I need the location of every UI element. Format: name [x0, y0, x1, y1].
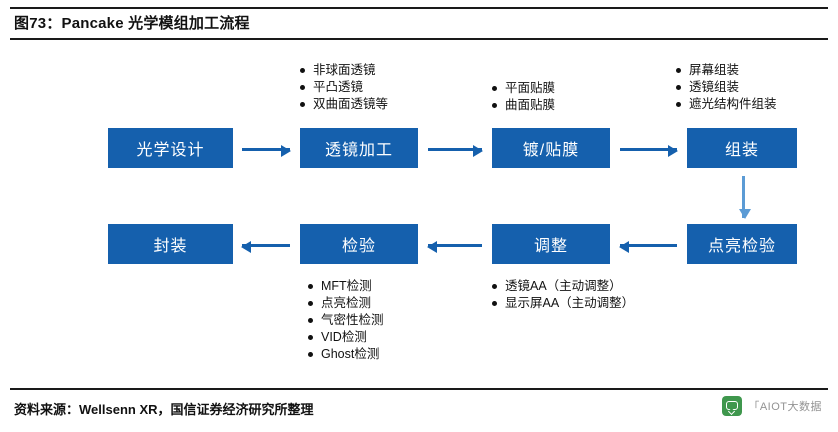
arrow-adjustment-to-inspection — [427, 241, 482, 253]
node-inspection[interactable]: 检验 — [300, 224, 418, 264]
note-item: 透镜AA（主动调整） — [492, 278, 634, 295]
arrow-design-to-lens — [242, 145, 291, 157]
node-assembly[interactable]: 组装 — [687, 128, 797, 168]
node-lens-processing[interactable]: 透镜加工 — [300, 128, 418, 168]
watermark: 「AIOT大数据 — [722, 396, 822, 416]
source-note: 资料来源：Wellsenn XR，国信证券经济研究所整理 — [14, 402, 314, 417]
notes-assembly: 屏幕组装 透镜组装 遮光结构件组装 — [676, 62, 777, 113]
node-coating[interactable]: 镀/贴膜 — [492, 128, 610, 168]
note-item: 平面贴膜 — [492, 80, 555, 97]
notes-adjustment: 透镜AA（主动调整） 显示屏AA（主动调整） — [492, 278, 634, 312]
arrow-assembly-to-light-inspection — [739, 176, 751, 219]
notes-coating: 平面贴膜 曲面贴膜 — [492, 80, 555, 114]
watermark-text: 「AIOT大数据 — [748, 401, 822, 413]
notes-lens-processing: 非球面透镜 平凸透镜 双曲面透镜等 — [300, 62, 388, 113]
note-item: 点亮检测 — [308, 295, 384, 312]
note-item: 非球面透镜 — [300, 62, 388, 79]
page-title: 图73：Pancake 光学模组加工流程 — [14, 15, 250, 32]
node-light-inspection[interactable]: 点亮检验 — [687, 224, 797, 264]
node-adjustment[interactable]: 调整 — [492, 224, 610, 264]
header-divider-bottom — [10, 38, 828, 40]
chat-logo-icon — [722, 396, 743, 416]
note-item: VID检测 — [308, 329, 384, 346]
note-item: 显示屏AA（主动调整） — [492, 295, 634, 312]
arrow-light-inspection-to-adjustment — [619, 241, 677, 253]
note-item: Ghost检测 — [308, 346, 384, 363]
note-item: 曲面贴膜 — [492, 97, 555, 114]
note-item: 平凸透镜 — [300, 79, 388, 96]
note-item: 屏幕组装 — [676, 62, 777, 79]
node-packaging[interactable]: 封装 — [108, 224, 233, 264]
arrow-lens-to-coating — [428, 145, 483, 157]
notes-inspection: MFT检测 点亮检测 气密性检测 VID检测 Ghost检测 — [308, 278, 384, 363]
note-item: 气密性检测 — [308, 312, 384, 329]
note-item: 遮光结构件组装 — [676, 96, 777, 113]
note-item: MFT检测 — [308, 278, 384, 295]
header-divider-top — [10, 7, 828, 9]
arrow-coating-to-assembly — [620, 145, 678, 157]
note-item: 透镜组装 — [676, 79, 777, 96]
arrow-inspection-to-packaging — [241, 241, 290, 253]
node-optical-design[interactable]: 光学设计 — [108, 128, 233, 168]
note-item: 双曲面透镜等 — [300, 96, 388, 113]
footer-divider — [10, 388, 828, 390]
